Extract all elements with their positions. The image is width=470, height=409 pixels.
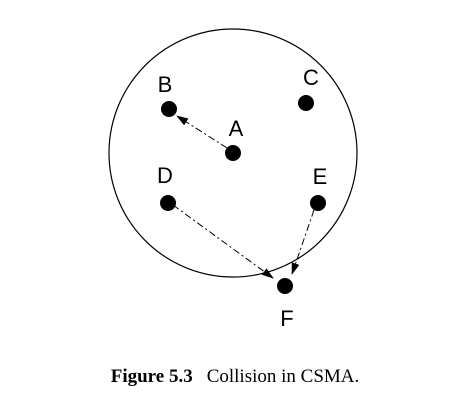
node-d	[160, 195, 176, 211]
caption-text: Collision in CSMA.	[206, 366, 360, 387]
node-e	[310, 195, 326, 211]
node-f	[277, 278, 293, 294]
edge-a-to-b	[176, 115, 228, 149]
figure-caption: Figure 5.3 Collision in CSMA.	[0, 366, 470, 388]
node-label-a: A	[229, 116, 244, 141]
node-label-e: E	[313, 164, 328, 189]
node-label-b: B	[158, 72, 173, 97]
edge-e-to-f	[291, 209, 315, 275]
node-label-d: D	[157, 163, 173, 188]
range-circle	[108, 28, 358, 278]
node-b	[161, 101, 177, 117]
node-label-f: F	[280, 306, 293, 331]
edge-d-to-f	[172, 204, 274, 279]
node-label-c: C	[303, 65, 319, 90]
node-a	[225, 145, 241, 161]
node-c	[298, 95, 314, 111]
caption-number: Figure 5.3	[110, 366, 193, 387]
